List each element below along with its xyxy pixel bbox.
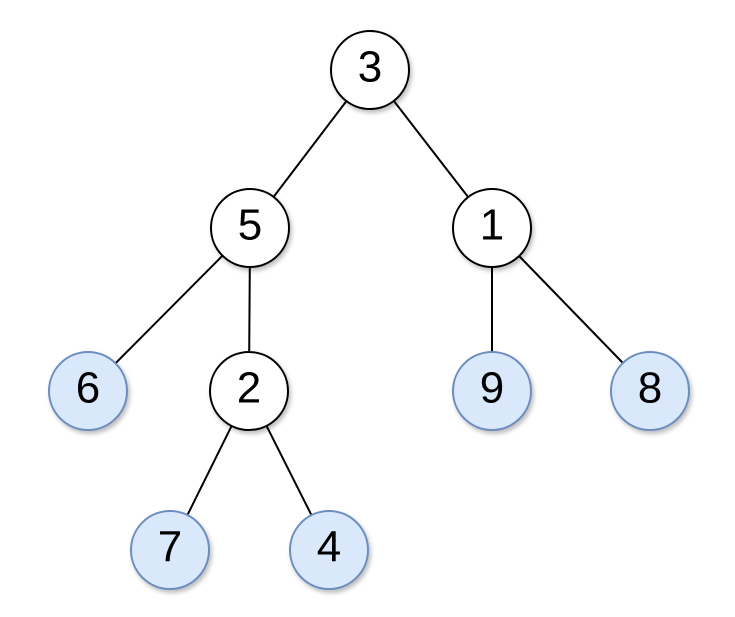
tree-node-6: 6 — [48, 351, 128, 431]
node-label: 4 — [317, 523, 341, 572]
leaf-node-circle — [610, 351, 690, 431]
tree-node-7: 7 — [130, 510, 210, 590]
leaf-node-circle — [452, 351, 532, 431]
tree-node-1: 1 — [452, 188, 532, 268]
node-label: 1 — [480, 201, 504, 250]
node-label: 5 — [238, 201, 262, 250]
tree-node-3: 3 — [330, 30, 410, 110]
node-label: 8 — [638, 364, 662, 413]
leaf-node-circle — [48, 351, 128, 431]
edge-3-5 — [272, 100, 348, 198]
edge-5-6 — [114, 254, 224, 365]
edge-1-8 — [518, 255, 624, 364]
node-label: 9 — [480, 364, 504, 413]
leaf-node-circle — [130, 510, 210, 590]
node-label: 6 — [76, 364, 100, 413]
node-label: 7 — [158, 523, 182, 572]
tree-node-9: 9 — [452, 351, 532, 431]
internal-node-circle — [330, 30, 410, 110]
edge-2-7 — [186, 424, 233, 517]
leaf-node-circle — [289, 510, 369, 590]
node-label: 2 — [237, 364, 261, 413]
edge-3-1 — [392, 99, 470, 199]
edge-2-4 — [265, 424, 313, 517]
internal-node-circle — [452, 188, 532, 268]
tree-node-4: 4 — [289, 510, 369, 590]
tree-node-5: 5 — [210, 188, 290, 268]
node-label: 3 — [358, 43, 382, 92]
tree-node-8: 8 — [610, 351, 690, 431]
tree-node-2: 2 — [209, 351, 289, 431]
internal-node-circle — [210, 188, 290, 268]
edge-5-2 — [248, 266, 251, 353]
internal-node-circle — [209, 351, 289, 431]
